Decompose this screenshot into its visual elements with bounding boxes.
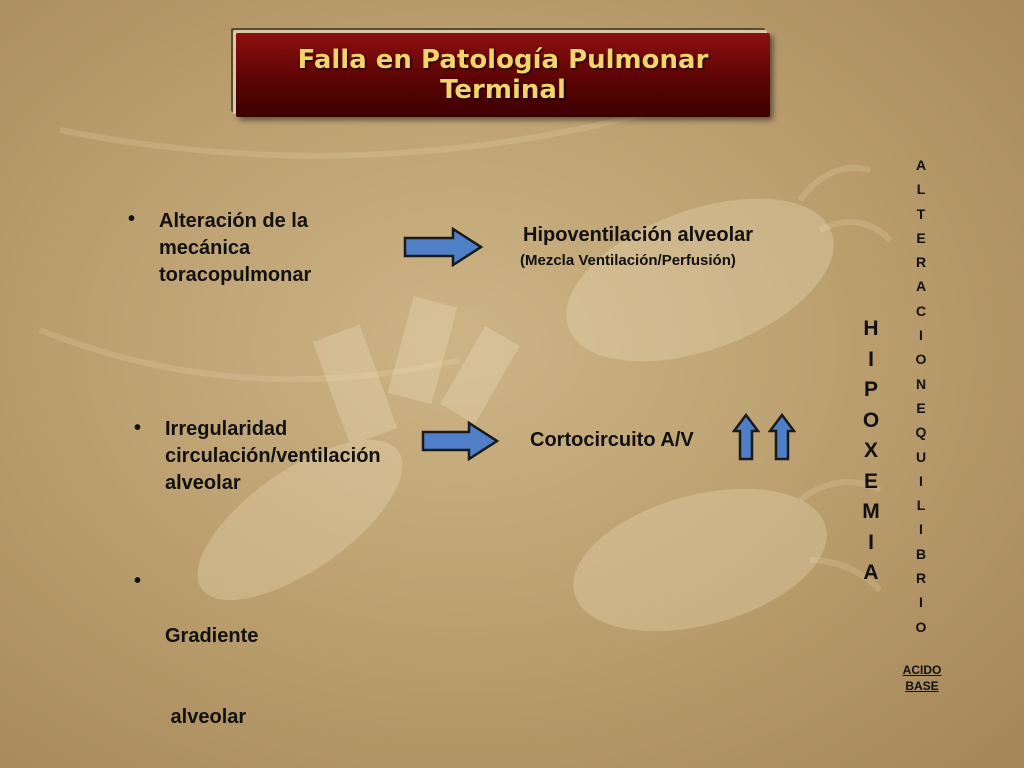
letter: O bbox=[862, 408, 880, 432]
letter: I bbox=[919, 594, 923, 611]
letter: P bbox=[863, 378, 878, 401]
bullet-point: • bbox=[128, 208, 136, 230]
letter: I bbox=[919, 521, 923, 538]
letter: A bbox=[915, 157, 927, 173]
item-line: alveolar bbox=[165, 706, 247, 728]
item-irregularidad: Irregularidad circulación/ventilación al… bbox=[165, 416, 381, 497]
letter: E bbox=[916, 399, 926, 416]
letter: L bbox=[916, 181, 926, 198]
letter: I bbox=[868, 347, 874, 371]
mezcla-label: (Mezcla Ventilación/Perfusión) bbox=[520, 252, 736, 269]
acido-base-line: ACIDO bbox=[902, 663, 942, 677]
item-line: Gradiente bbox=[165, 625, 259, 647]
bullet-point: • bbox=[134, 417, 142, 439]
letter: C bbox=[915, 302, 927, 319]
item-line: Irregularidad bbox=[165, 418, 288, 440]
acido-base-label: ACIDO BASE bbox=[895, 662, 949, 694]
title-banner: Falla en Patología Pulmonar Terminal bbox=[236, 33, 770, 117]
item-line: circulación/ventilación bbox=[165, 445, 381, 467]
item-line: toracopulmonar bbox=[159, 264, 312, 286]
letter: T bbox=[916, 205, 926, 222]
letter: B bbox=[915, 545, 927, 562]
letter: A bbox=[863, 561, 879, 584]
letter: U bbox=[915, 448, 927, 465]
bullet-point: • bbox=[134, 570, 142, 592]
letter: O bbox=[915, 351, 927, 368]
letter: E bbox=[916, 229, 926, 246]
alteracion-equilibrio-vertical-label: A L T E R A C I O N E Q U I L I B R I O bbox=[908, 153, 934, 639]
letter: I bbox=[919, 472, 923, 489]
up-arrow-icon bbox=[768, 413, 796, 461]
letter: X bbox=[863, 439, 878, 462]
letter: N bbox=[915, 375, 927, 392]
item-gradiente: Gradiente alveolar bbox=[165, 569, 258, 768]
item-line: mecánica bbox=[159, 237, 251, 259]
acido-base-line: BASE bbox=[905, 679, 939, 693]
letter: R bbox=[915, 570, 927, 587]
right-arrow-icon bbox=[421, 421, 499, 461]
item-line: alveolar bbox=[165, 472, 241, 494]
letter: L bbox=[916, 497, 926, 514]
letter: E bbox=[863, 469, 878, 493]
letter: O bbox=[915, 618, 927, 635]
letter: I bbox=[919, 327, 923, 344]
hipoxemia-vertical-label: H I P O X E M I A bbox=[854, 314, 888, 589]
letter: R bbox=[915, 254, 927, 271]
letter: M bbox=[862, 500, 880, 523]
letter: H bbox=[863, 317, 879, 340]
letter: Q bbox=[915, 424, 927, 441]
up-arrow-icon bbox=[732, 413, 760, 461]
right-arrow-icon bbox=[403, 227, 483, 267]
slide-title: Falla en Patología Pulmonar Terminal bbox=[297, 45, 709, 105]
item-line: Alteración de la bbox=[159, 210, 308, 232]
letter: I bbox=[868, 530, 874, 554]
hipoventilacion-label: Hipoventilación alveolar bbox=[523, 224, 754, 246]
item-alteracion-mecanica: Alteración de la mecánica toracopulmonar bbox=[159, 208, 311, 289]
letter: A bbox=[915, 278, 927, 295]
cortocircuito-label: Cortocircuito A/V bbox=[530, 429, 694, 451]
